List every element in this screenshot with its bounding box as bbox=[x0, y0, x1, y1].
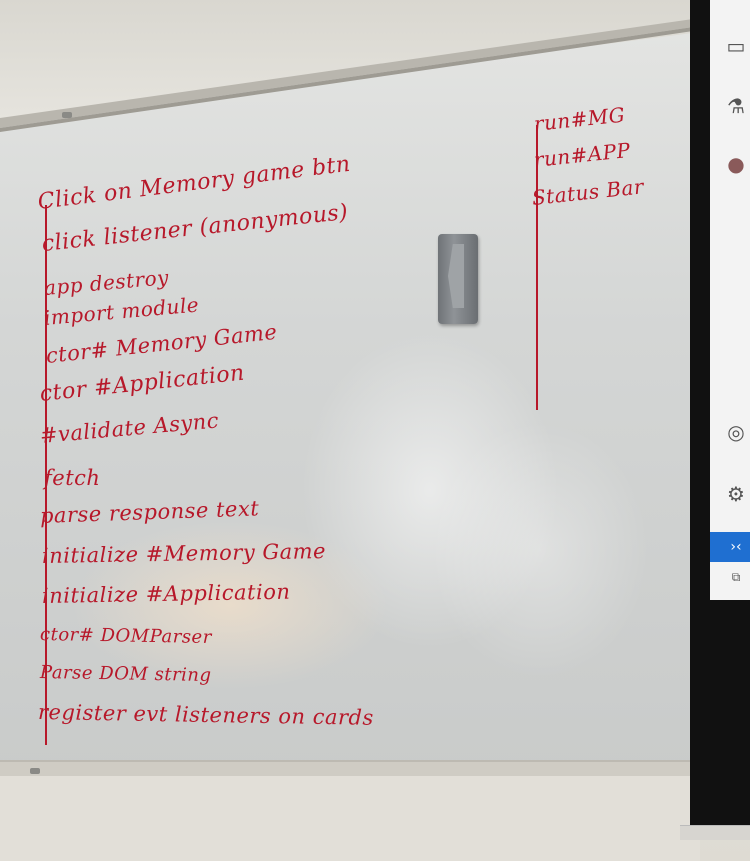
note-line: fetch bbox=[44, 466, 101, 490]
monitor-screen bbox=[710, 0, 750, 600]
docker-icon[interactable]: ● bbox=[727, 152, 745, 176]
frame-clip bbox=[30, 768, 40, 774]
note-line: initialize #Application bbox=[41, 579, 291, 608]
window-reflection bbox=[430, 420, 650, 680]
window-icon[interactable]: ⧉ bbox=[731, 570, 741, 584]
account-icon[interactable]: ◎ bbox=[727, 420, 745, 444]
lower-wall bbox=[0, 776, 700, 861]
marker-tray bbox=[0, 760, 700, 778]
laptop-icon[interactable]: ▭ bbox=[726, 34, 746, 58]
frame-clip bbox=[62, 112, 72, 118]
whiteboard-eraser bbox=[438, 234, 478, 324]
note-line: ctor# DOMParser bbox=[39, 624, 212, 648]
monitor-stand bbox=[680, 825, 750, 840]
note-line: Parse DOM string bbox=[39, 662, 212, 686]
gear-icon[interactable]: ⚙ bbox=[727, 482, 745, 506]
light-reflection bbox=[70, 520, 390, 690]
remote-icon[interactable]: ›‹ bbox=[730, 539, 742, 555]
flask-icon[interactable]: ⚗ bbox=[727, 94, 745, 118]
left-timeline bbox=[45, 205, 47, 745]
note-line: initialize #Memory Game bbox=[41, 539, 327, 568]
status-bar-segment bbox=[710, 532, 750, 562]
right-timeline bbox=[536, 125, 538, 410]
